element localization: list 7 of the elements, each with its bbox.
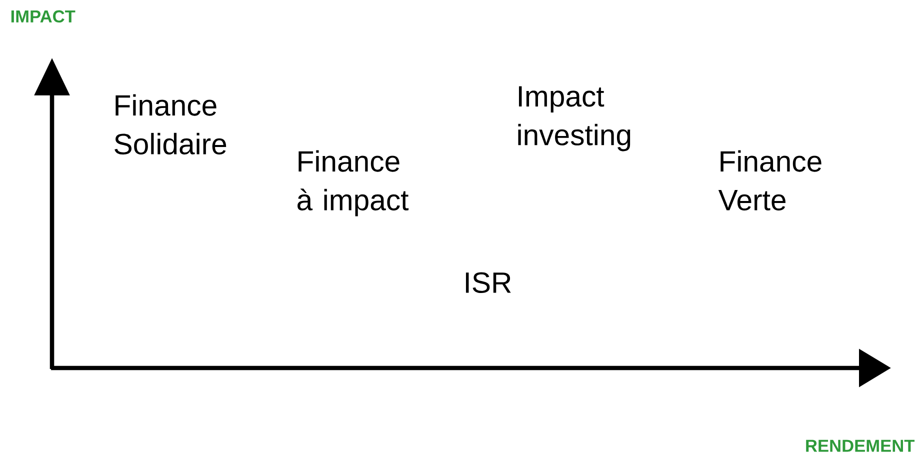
category-label: Impact investing: [518, 86, 630, 152]
axis-title: IMPACT: [11, 10, 76, 23]
category-label: ISR: [466, 272, 511, 294]
category-label: Finance Verte: [718, 150, 822, 210]
axis-title: RENDEMENT: [806, 440, 915, 452]
category-label: Finance à impact: [298, 150, 409, 216]
category-label: Finance Solidaire: [114, 94, 226, 154]
